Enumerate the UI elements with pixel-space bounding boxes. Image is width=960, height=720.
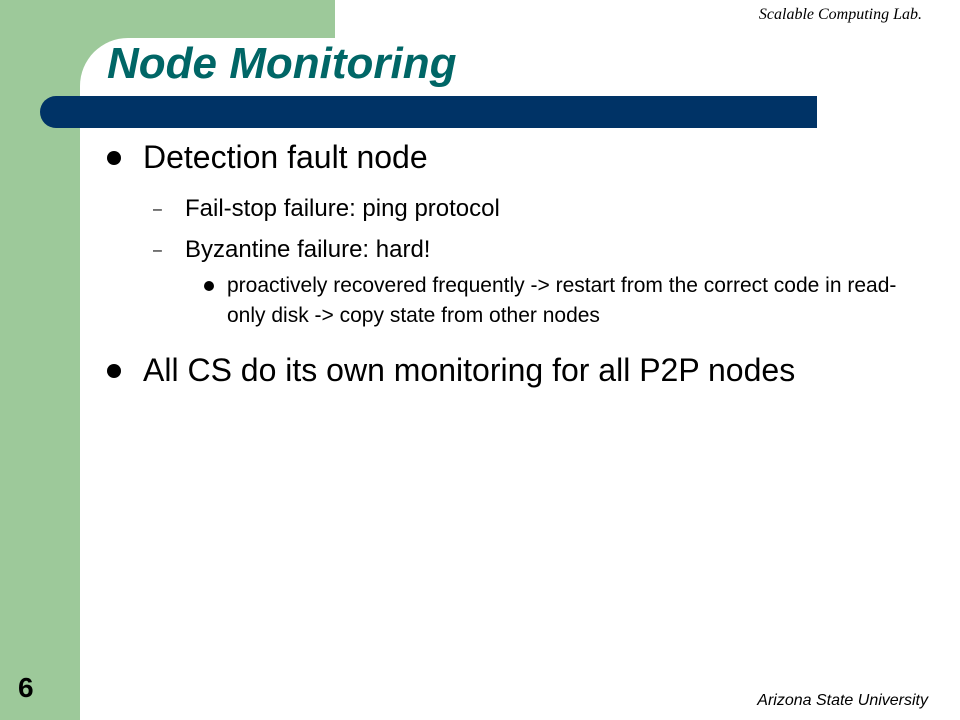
- header-notch: [80, 38, 335, 95]
- dash-icon: –: [153, 242, 162, 259]
- slide-content: Detection fault node – Fail-stop failure…: [107, 138, 927, 389]
- title-underline-bar: [40, 96, 817, 128]
- bullet-2-text: All CS do its own monitoring for all P2P…: [143, 352, 796, 388]
- university-name: Arizona State University: [757, 692, 928, 709]
- sub-bullet-2-text: Byzantine failure: hard!: [185, 236, 431, 263]
- sub-sub-bullet-1-text: proactively recovered frequently -> rest…: [227, 274, 897, 327]
- bullet-1: Detection fault node: [107, 138, 927, 176]
- bullet-1-text: Detection fault node: [143, 139, 428, 175]
- sub-sub-bullet-1: proactively recovered frequently -> rest…: [107, 271, 917, 331]
- dash-icon: –: [153, 201, 162, 218]
- slide-title: Node Monitoring: [107, 39, 457, 88]
- bullet-dot-icon: [204, 281, 214, 291]
- sub-bullet-1: – Fail-stop failure: ping protocol: [107, 194, 927, 224]
- bullet-dot-icon: [107, 151, 121, 165]
- bullet-dot-icon: [107, 364, 121, 378]
- bullet-2: All CS do its own monitoring for all P2P…: [107, 351, 927, 389]
- slide-number: 6: [18, 672, 34, 703]
- sub-bullet-2: – Byzantine failure: hard!: [107, 235, 927, 265]
- lab-name: Scalable Computing Lab.: [758, 6, 922, 23]
- sub-bullet-1-text: Fail-stop failure: ping protocol: [185, 195, 500, 222]
